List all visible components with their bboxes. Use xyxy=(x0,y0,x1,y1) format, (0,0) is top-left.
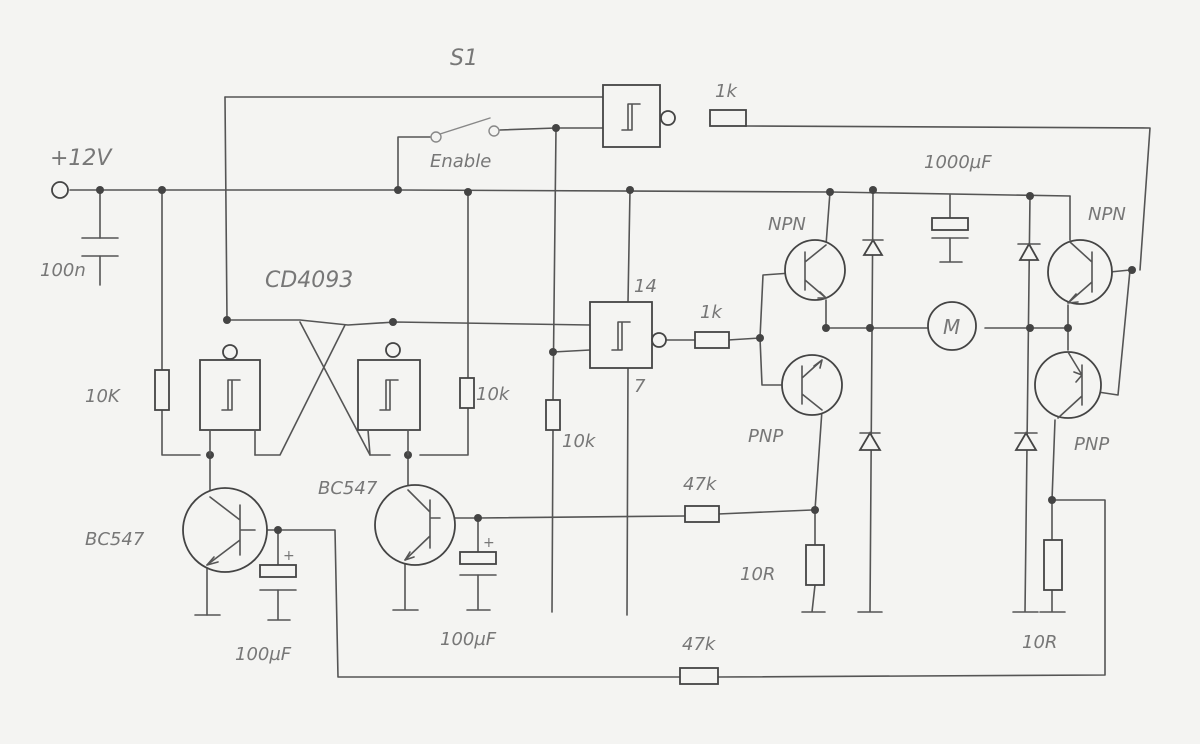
resistor-1k-top xyxy=(709,109,747,127)
label-pin7: 7 xyxy=(634,376,646,397)
label-plus-b: + xyxy=(483,535,495,551)
transistor-npn-right xyxy=(1047,239,1113,305)
gate-3 xyxy=(589,301,667,369)
resistor-10k-left xyxy=(154,369,170,411)
label-bc547-a: BC547 xyxy=(85,529,145,550)
label-cap-100n: 100n xyxy=(40,260,86,281)
label-bc547-b: BC547 xyxy=(318,478,378,499)
resistor-10r-left xyxy=(805,544,825,586)
gate-2 xyxy=(357,342,421,456)
label-npn-right: NPN xyxy=(1088,204,1126,225)
label-npn-left: NPN xyxy=(768,214,806,235)
transistor-bc547-right xyxy=(374,484,456,566)
resistor-47k-bottom xyxy=(679,667,719,685)
transistor-pnp-right xyxy=(1034,351,1102,419)
label-supply: +12V xyxy=(50,146,113,171)
transistor-pnp-left xyxy=(781,354,843,416)
resistor-1k-mid xyxy=(694,331,730,349)
capacitor-100uf-right xyxy=(459,551,497,576)
label-cap-1000uf: 1000µF xyxy=(924,152,992,173)
label-r-1k-top: 1k xyxy=(715,81,738,102)
label-pnp-right: PNP xyxy=(1074,434,1109,455)
label-r-10k-c: 10k xyxy=(562,431,597,452)
transistor-bc547-left xyxy=(182,487,268,573)
resistor-10k-mid xyxy=(545,399,561,431)
label-r-47k-bottom: 47k xyxy=(682,634,717,655)
capacitor-100n xyxy=(81,237,119,257)
transistor-npn-left xyxy=(784,239,846,301)
junction-dots xyxy=(96,124,1136,534)
label-r-10r-a: 10R xyxy=(740,564,775,585)
gate-4 xyxy=(602,84,676,148)
switch-s1 xyxy=(430,117,500,143)
diode-left-bottom xyxy=(858,431,882,451)
label-cap-100uf-b: 100µF xyxy=(440,629,497,650)
label-enable: Enable xyxy=(430,151,491,172)
label-r-47k-mid: 47k xyxy=(683,474,718,495)
label-pin14: 14 xyxy=(634,276,657,297)
label-pnp-left: PNP xyxy=(748,426,783,447)
label-r-10k-b: 10k xyxy=(476,384,511,405)
supply-terminal xyxy=(51,181,69,199)
resistor-47k-mid xyxy=(684,505,720,523)
diode-right-bottom xyxy=(1014,431,1038,451)
label-switch: S1 xyxy=(450,46,478,71)
capacitor-100uf-left xyxy=(259,564,297,591)
label-ic: CD4093 xyxy=(265,268,353,293)
label-cap-100uf-a: 100µF xyxy=(235,644,292,665)
diode-left-top xyxy=(862,238,884,256)
gate-1 xyxy=(199,344,261,456)
label-r-10r-b: 10R xyxy=(1022,632,1057,653)
label-r-10k-a: 10K xyxy=(85,386,121,407)
label-plus-a: + xyxy=(283,548,295,564)
label-motor: M xyxy=(943,315,960,339)
resistor-10k-right xyxy=(459,377,475,409)
diode-right-top xyxy=(1017,242,1041,261)
resistor-10r-right xyxy=(1043,539,1063,591)
label-r-1k-mid: 1k xyxy=(700,302,723,323)
motor xyxy=(927,301,977,351)
capacitor-1000uf xyxy=(931,217,969,239)
